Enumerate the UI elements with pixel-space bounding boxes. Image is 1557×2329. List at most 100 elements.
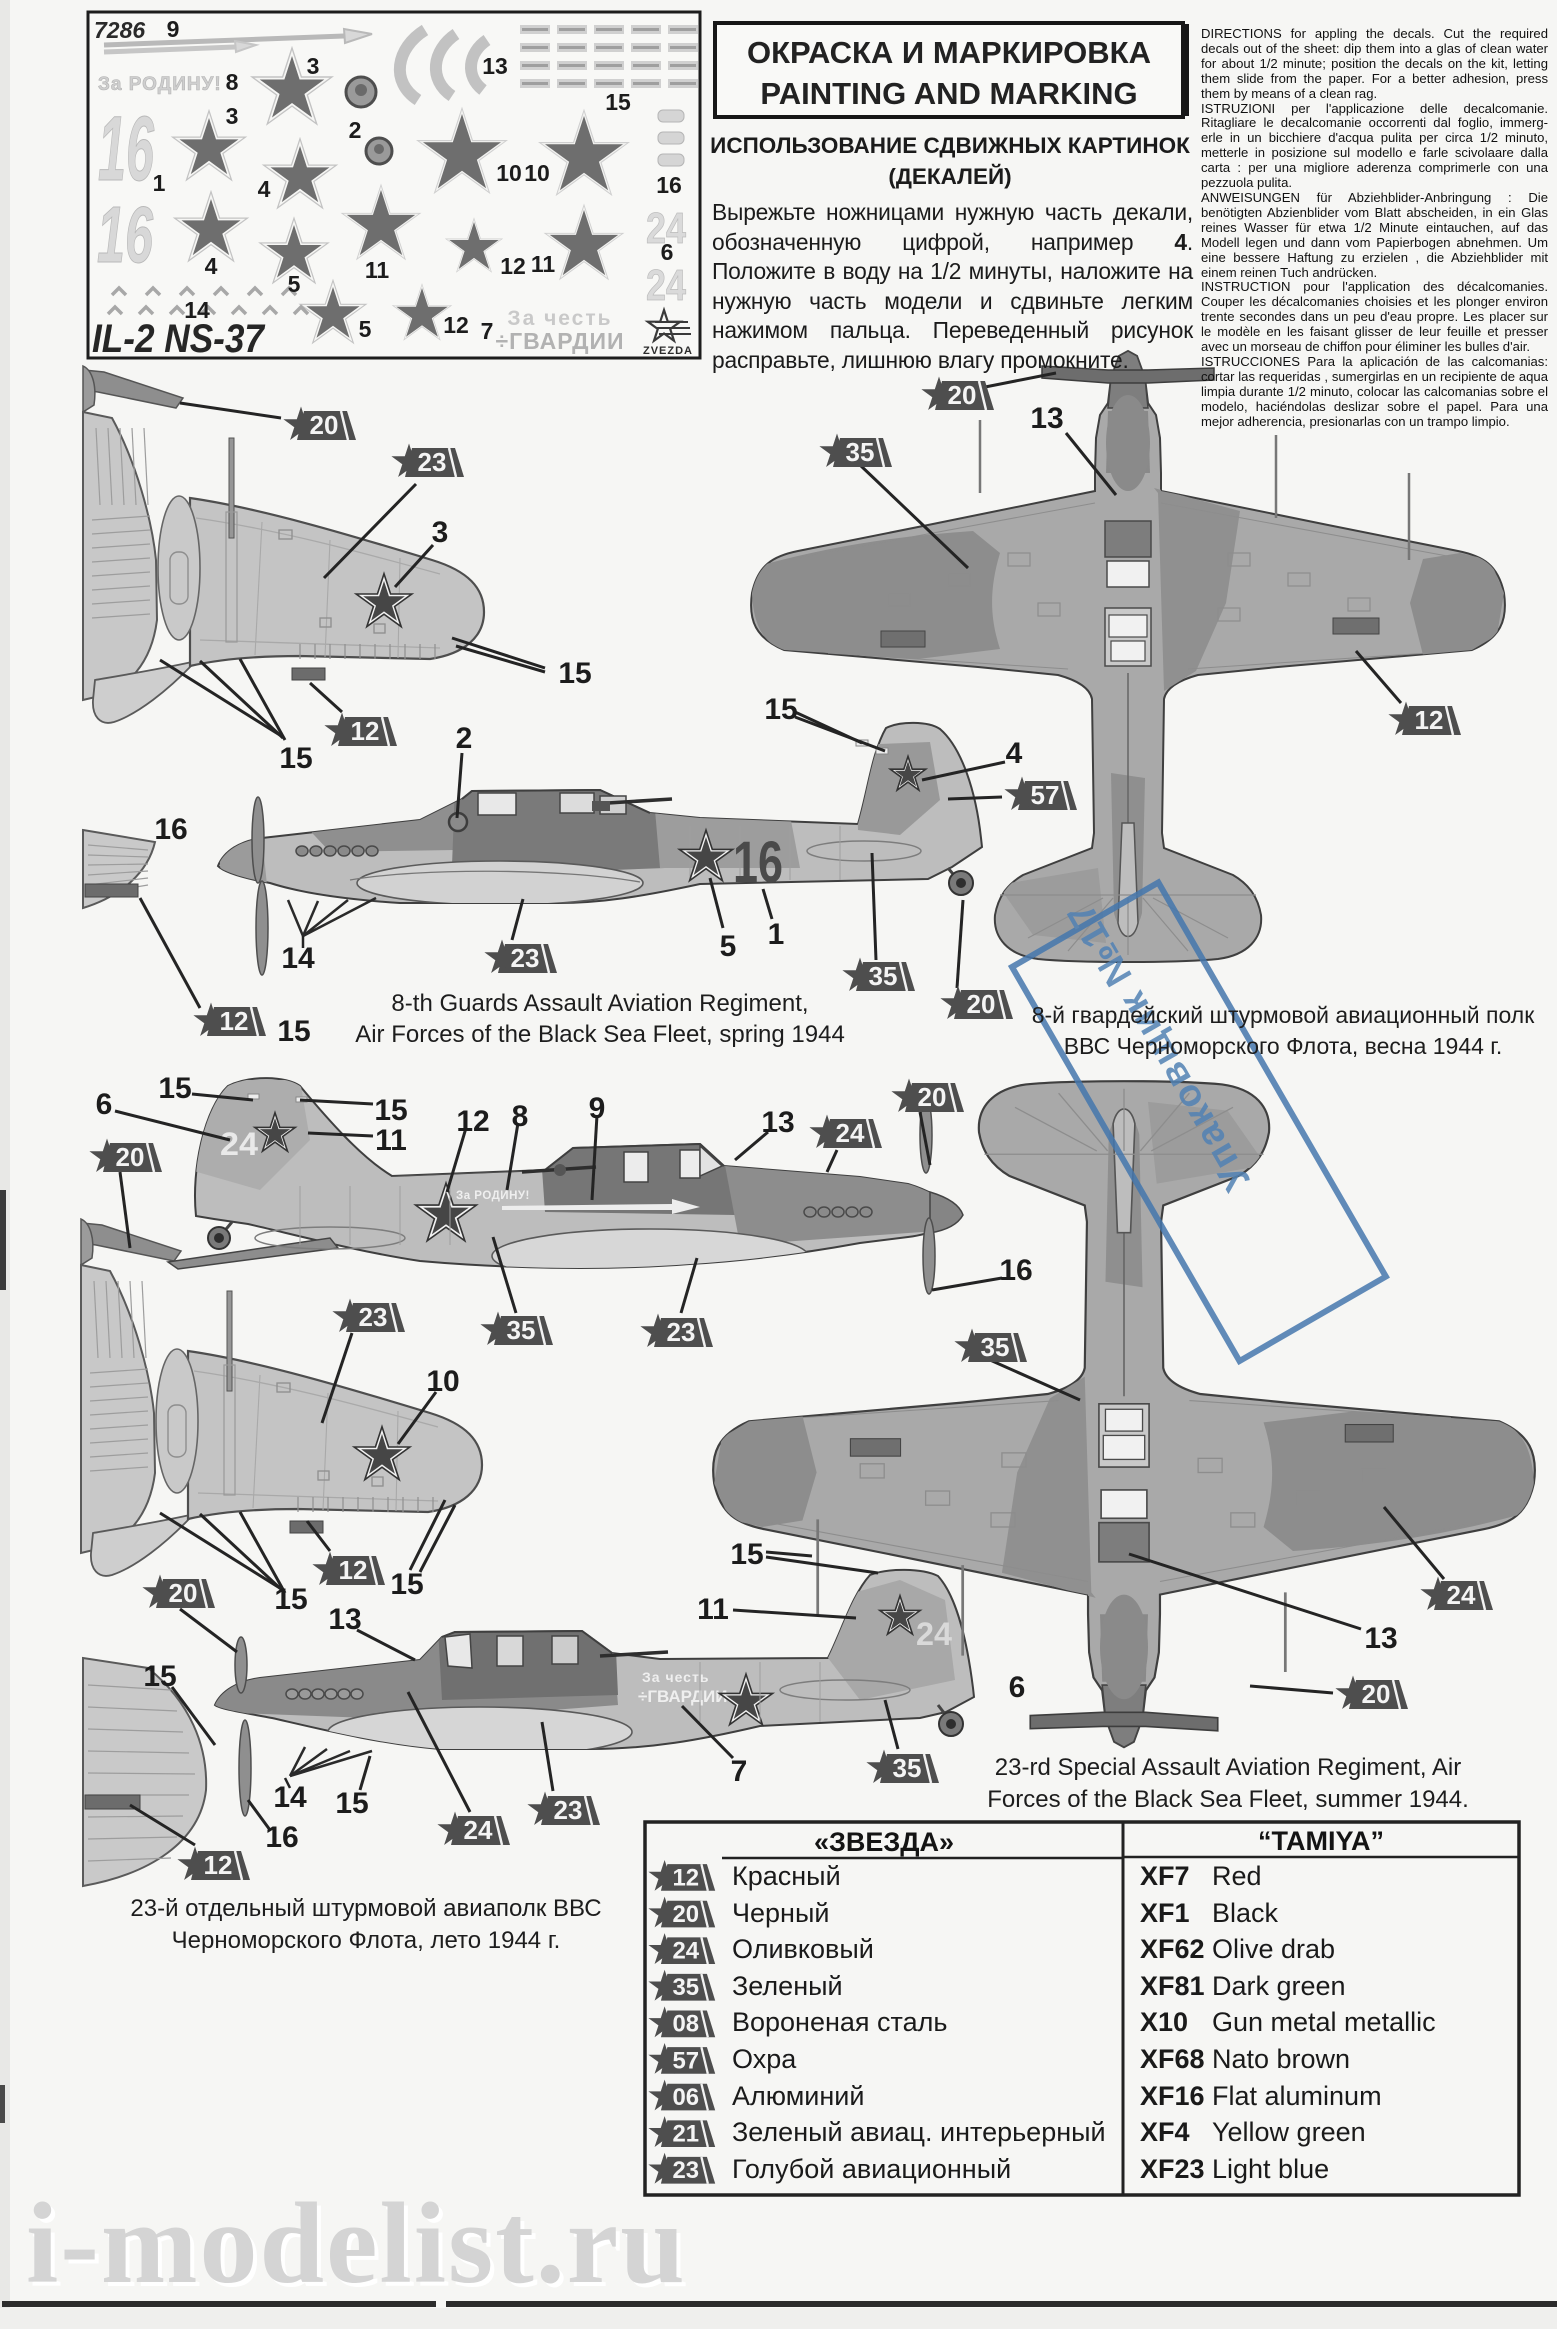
svg-text:24: 24 bbox=[1447, 1580, 1476, 1610]
svg-text:ZVEZDA: ZVEZDA bbox=[643, 345, 693, 357]
svg-text:10: 10 bbox=[496, 160, 522, 186]
svg-text:35: 35 bbox=[893, 1753, 922, 1783]
svg-text:14: 14 bbox=[184, 297, 210, 323]
svg-text:15: 15 bbox=[335, 1787, 368, 1820]
svg-text:i-modelist.ru: i-modelist.ru bbox=[30, 2184, 691, 2312]
svg-text:IL-2 NS-37: IL-2 NS-37 bbox=[92, 317, 266, 361]
svg-text:8: 8 bbox=[226, 69, 239, 95]
svg-text:20: 20 bbox=[116, 1142, 145, 1172]
svg-text:21: 21 bbox=[672, 2120, 699, 2147]
svg-text:20: 20 bbox=[310, 410, 339, 440]
svg-text:24: 24 bbox=[220, 1126, 258, 1162]
svg-text:23: 23 bbox=[511, 943, 540, 973]
svg-text:15: 15 bbox=[279, 742, 312, 775]
svg-text:16: 16 bbox=[265, 1821, 298, 1854]
svg-text:3: 3 bbox=[307, 53, 320, 79]
svg-text:15: 15 bbox=[730, 1538, 763, 1571]
svg-text:12: 12 bbox=[672, 1864, 699, 1891]
svg-text:15: 15 bbox=[274, 1583, 307, 1616]
svg-text:15: 15 bbox=[390, 1568, 423, 1601]
svg-text:20: 20 bbox=[672, 1901, 699, 1928]
svg-text:2: 2 bbox=[456, 722, 473, 755]
svg-text:16: 16 bbox=[97, 190, 153, 279]
svg-text:12: 12 bbox=[500, 253, 526, 279]
svg-text:20: 20 bbox=[948, 380, 977, 410]
svg-text:12: 12 bbox=[456, 1105, 489, 1138]
svg-text:16: 16 bbox=[733, 830, 783, 895]
svg-text:08: 08 bbox=[672, 2011, 699, 2038]
svg-text:57: 57 bbox=[672, 2047, 699, 2074]
svg-text:6: 6 bbox=[661, 239, 674, 265]
svg-text:12: 12 bbox=[1415, 705, 1444, 735]
svg-text:13: 13 bbox=[482, 53, 508, 79]
svg-text:20: 20 bbox=[1362, 1679, 1391, 1709]
svg-text:11: 11 bbox=[365, 257, 390, 283]
svg-text:11: 11 bbox=[375, 1124, 407, 1157]
svg-text:12: 12 bbox=[351, 716, 380, 746]
svg-text:15: 15 bbox=[277, 1015, 310, 1048]
svg-text:5: 5 bbox=[359, 316, 372, 342]
svg-text:13: 13 bbox=[761, 1106, 794, 1139]
svg-text:9: 9 bbox=[589, 1092, 606, 1125]
svg-text:1: 1 bbox=[153, 170, 166, 196]
svg-text:7: 7 bbox=[731, 1755, 748, 1788]
svg-text:За РОДИНУ!: За РОДИНУ! bbox=[98, 74, 222, 95]
svg-text:35: 35 bbox=[507, 1315, 536, 1345]
svg-text:06: 06 bbox=[672, 2084, 699, 2111]
svg-text:35: 35 bbox=[869, 961, 898, 991]
svg-text:13: 13 bbox=[1364, 1622, 1397, 1655]
svg-text:6: 6 bbox=[96, 1088, 113, 1121]
svg-text:16: 16 bbox=[999, 1254, 1032, 1287]
svg-text:6: 6 bbox=[1009, 1671, 1026, 1704]
svg-text:10: 10 bbox=[426, 1365, 459, 1398]
svg-text:За честь: За честь bbox=[507, 307, 612, 330]
svg-text:24: 24 bbox=[464, 1815, 493, 1845]
svg-text:20: 20 bbox=[169, 1578, 198, 1608]
svg-text:24: 24 bbox=[836, 1118, 865, 1148]
svg-text:8: 8 bbox=[512, 1100, 529, 1133]
svg-text:12: 12 bbox=[220, 1006, 249, 1036]
svg-text:За РОДИНУ!: За РОДИНУ! bbox=[456, 1190, 530, 1202]
svg-text:15: 15 bbox=[764, 693, 797, 726]
svg-text:12: 12 bbox=[339, 1555, 368, 1585]
svg-text:20: 20 bbox=[918, 1082, 947, 1112]
svg-text:15: 15 bbox=[558, 657, 591, 690]
svg-text:3: 3 bbox=[432, 516, 449, 549]
svg-text:13: 13 bbox=[1030, 402, 1063, 435]
svg-text:35: 35 bbox=[672, 1974, 699, 2001]
svg-text:15: 15 bbox=[143, 1660, 176, 1693]
svg-text:12: 12 bbox=[443, 312, 469, 338]
svg-text:4: 4 bbox=[1006, 737, 1023, 770]
svg-text:16: 16 bbox=[98, 98, 154, 200]
svg-text:24: 24 bbox=[916, 1616, 952, 1652]
svg-text:15: 15 bbox=[158, 1072, 191, 1105]
svg-text:15: 15 bbox=[605, 89, 631, 115]
svg-text:35: 35 bbox=[846, 437, 875, 467]
svg-text:14: 14 bbox=[273, 1781, 307, 1814]
svg-text:11: 11 bbox=[531, 251, 556, 277]
svg-text:57: 57 bbox=[1031, 780, 1060, 810]
svg-text:16: 16 bbox=[154, 813, 187, 846]
svg-text:4: 4 bbox=[258, 176, 271, 202]
svg-text:5: 5 bbox=[720, 930, 737, 963]
svg-text:24: 24 bbox=[646, 204, 686, 253]
svg-text:12: 12 bbox=[204, 1850, 233, 1880]
svg-text:23: 23 bbox=[359, 1302, 388, 1332]
svg-text:i-modelist.ru: i-modelist.ru bbox=[26, 2180, 687, 2308]
svg-text:35: 35 bbox=[981, 1332, 1010, 1362]
svg-text:23: 23 bbox=[667, 1317, 696, 1347]
svg-text:2: 2 bbox=[349, 117, 362, 143]
svg-text:15: 15 bbox=[374, 1094, 407, 1127]
svg-text:За честь: За честь bbox=[642, 1669, 709, 1685]
svg-text:7286: 7286 bbox=[94, 17, 145, 43]
svg-text:7: 7 bbox=[481, 318, 494, 344]
svg-text:3: 3 bbox=[226, 103, 239, 129]
svg-text:4: 4 bbox=[205, 253, 218, 279]
svg-text:23: 23 bbox=[554, 1795, 583, 1825]
svg-text:9: 9 bbox=[167, 16, 180, 42]
svg-text:23: 23 bbox=[672, 2157, 699, 2184]
svg-text:16: 16 bbox=[656, 172, 682, 198]
svg-text:13: 13 bbox=[328, 1603, 361, 1636]
svg-text:24: 24 bbox=[646, 261, 686, 310]
svg-text:10: 10 bbox=[524, 160, 550, 186]
